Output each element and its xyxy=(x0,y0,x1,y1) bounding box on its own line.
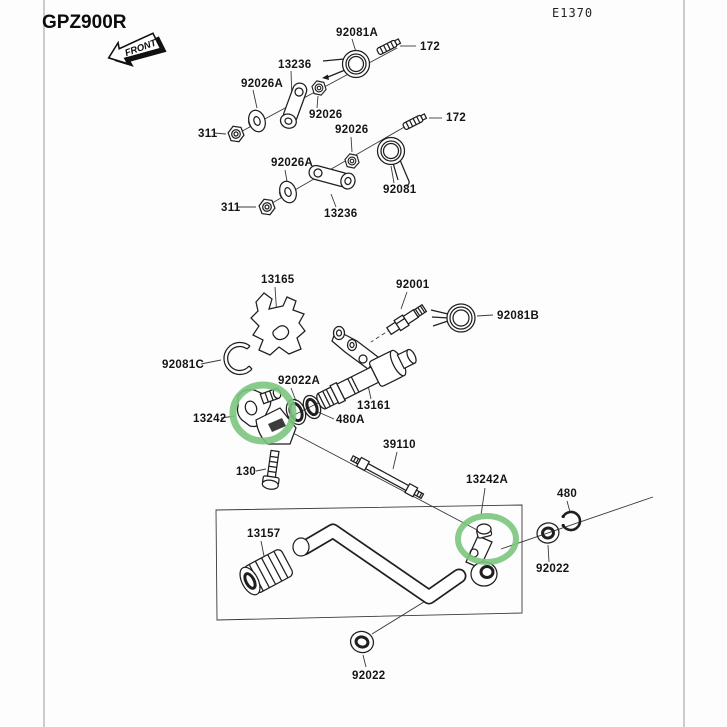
part-label-92022-right: 92022 xyxy=(536,563,569,575)
part-label-480: 480 xyxy=(557,488,577,500)
shift-return-spring-assembly-upper xyxy=(226,37,402,143)
part-label-92081: 92081 xyxy=(383,184,417,196)
tie-rod-39110 xyxy=(349,454,425,500)
front-direction-arrow: FRONT xyxy=(107,32,167,67)
part-label-13236-upper: 13236 xyxy=(278,59,311,71)
part-label-172-lower: 172 xyxy=(446,112,466,124)
part-label-13242: 13242 xyxy=(193,413,226,425)
part-label-130: 130 xyxy=(236,466,256,478)
lever-13236-upper xyxy=(277,80,311,132)
part-label-13165: 13165 xyxy=(261,274,295,286)
part-label-92026A-lower: 92026A xyxy=(271,157,313,169)
part-label-92022-bottom: 92022 xyxy=(352,670,385,682)
part-label-480A: 480A xyxy=(336,414,365,426)
coil-spring-92081B xyxy=(430,303,476,333)
nut-311-lower xyxy=(257,198,277,216)
pivot-washer-92022-bottom xyxy=(349,630,375,654)
part-label-92026A-upper: 92026A xyxy=(241,78,283,90)
gear-shift-pedal-13242A xyxy=(292,523,498,605)
shift-return-spring-assembly-lower xyxy=(257,112,428,216)
torsion-spring-92081A xyxy=(322,49,371,80)
part-label-13242A: 13242A xyxy=(466,474,508,486)
torsion-spring-92081 xyxy=(376,136,410,187)
shift-mechanism-cluster xyxy=(223,292,476,426)
pedal-box-outline xyxy=(215,504,523,621)
highlight-circles xyxy=(229,381,519,565)
part-label-92081B: 92081B xyxy=(497,310,539,322)
washer-92026A-upper xyxy=(245,107,269,135)
part-label-311-lower: 311 xyxy=(221,202,241,214)
sheet-code: E1370 xyxy=(552,6,593,20)
page-title: GPZ900R xyxy=(42,12,127,33)
shift-shaft-13161 xyxy=(316,348,417,410)
pedal-rubber-13157 xyxy=(239,549,293,596)
part-label-13161: 13161 xyxy=(357,400,391,412)
nut-92026-lower xyxy=(343,152,361,170)
bolt-92001 xyxy=(385,303,428,336)
pin-screw-172-lower xyxy=(401,112,428,131)
part-label-92022A: 92022A xyxy=(278,375,320,387)
pivot-washer-92022-right xyxy=(536,522,560,544)
part-label-92001: 92001 xyxy=(396,279,430,291)
ratchet-plate-13165 xyxy=(250,292,306,356)
part-label-13236-lower: 13236 xyxy=(324,208,357,220)
part-number-labels: 92081A 172 13236 92026A 92026 311 92026 172 9208… xyxy=(162,27,577,682)
clamp-bolt-130 xyxy=(261,449,280,490)
highlight-13242 xyxy=(229,381,297,445)
part-label-92081A: 92081A xyxy=(336,27,378,39)
shaft-pins xyxy=(332,325,358,352)
clip-spring-92081C xyxy=(223,341,253,376)
washer-92026A-lower xyxy=(276,178,300,206)
part-label-311-upper: 311 xyxy=(198,128,218,140)
circlip-480 xyxy=(561,510,582,532)
part-label-13157: 13157 xyxy=(247,528,280,540)
highlight-13242A xyxy=(455,513,519,565)
part-label-92081C: 92081C xyxy=(162,359,204,371)
part-label-92026-upper: 92026 xyxy=(309,109,342,121)
part-label-172-upper: 172 xyxy=(420,41,440,53)
nut-311-upper xyxy=(226,125,246,143)
part-label-92026-lower: 92026 xyxy=(335,124,368,136)
part-label-39110: 39110 xyxy=(383,439,416,451)
